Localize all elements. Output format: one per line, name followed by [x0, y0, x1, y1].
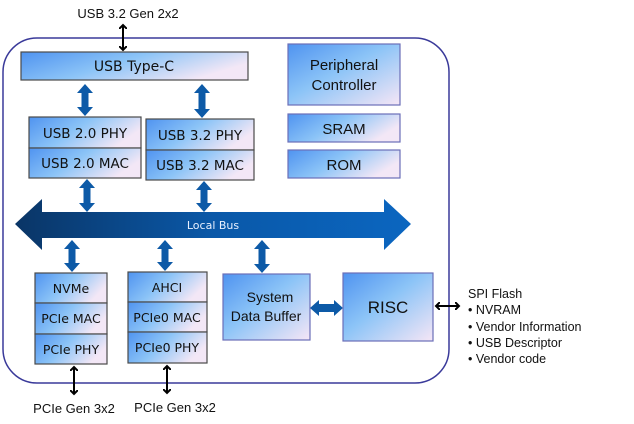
spi-flash-item: • Vendor code [468, 352, 546, 366]
sram-label: SRAM [322, 121, 365, 138]
bus-buffer-arrow [254, 240, 270, 273]
peripheral-controller-line2: Controller [311, 77, 376, 94]
pcie-left-label: PCIe Gen 3x2 [33, 401, 115, 416]
local-bus-label: Local Bus [187, 219, 240, 232]
spi-flash-item: • USB Descriptor [468, 336, 562, 350]
chip-container [2, 37, 450, 384]
ahci-stack: AHCI PCIe0 MAC PCIe0 PHY [127, 271, 208, 364]
risc-label: RISC [368, 298, 409, 317]
spi-flash-list: SPI Flash • NVRAM • Vendor Information •… [468, 287, 582, 366]
risc-block: RISC [342, 272, 434, 342]
spi-flash-item: • Vendor Information [468, 320, 582, 334]
usb32-mac-label: USB 3.2 MAC [156, 158, 244, 174]
local-bus: Local Bus [15, 199, 411, 250]
ahci-label: AHCI [152, 280, 182, 295]
usb2-phy-label: USB 2.0 PHY [43, 126, 128, 142]
bus-ahci-arrow [157, 240, 173, 271]
system-data-buffer-line1: System [247, 289, 294, 305]
pcie-right-label: PCIe Gen 3x2 [134, 400, 216, 415]
bus-nvme-arrow [64, 240, 80, 272]
pcie0-mac-label: PCIe0 MAC [133, 310, 201, 325]
pcie-phy-label: PCIe PHY [43, 342, 100, 357]
usb-typec-block: USB Type-C [20, 51, 249, 81]
usb32-bus-arrow [196, 181, 212, 212]
nvme-label: NVMe [53, 281, 90, 296]
usb2-stack: USB 2.0 PHY USB 2.0 MAC [28, 116, 142, 179]
rom-block: ROM [287, 149, 401, 179]
spi-flash-title: SPI Flash [468, 287, 522, 301]
usb32-stack: USB 3.2 PHY USB 3.2 MAC [145, 118, 255, 181]
system-data-buffer-line2: Data Buffer [231, 308, 302, 324]
system-data-buffer-block: System Data Buffer [222, 273, 311, 341]
pcie-mac-label: PCIe MAC [41, 311, 101, 326]
spi-flash-item: • NVRAM [468, 303, 521, 317]
rom-label: ROM [327, 157, 362, 174]
sram-block: SRAM [287, 113, 401, 143]
usb2-bus-arrow [79, 179, 95, 212]
peripheral-controller-block: Peripheral Controller [287, 43, 401, 106]
buffer-risc-arrow [310, 300, 343, 316]
pcie0-phy-label: PCIe0 PHY [135, 340, 200, 355]
usb2-mac-label: USB 2.0 MAC [41, 156, 129, 172]
nvme-stack: NVMe PCIe MAC PCIe PHY [34, 272, 108, 365]
usb32-phy-label: USB 3.2 PHY [158, 128, 243, 144]
usb-port-label: USB 3.2 Gen 2x2 [77, 6, 178, 21]
typec-usb32-arrow [194, 84, 210, 118]
usb-typec-label: USB Type-C [94, 59, 174, 75]
typec-usb2-arrow [77, 84, 93, 116]
peripheral-controller-line1: Peripheral [310, 57, 378, 74]
